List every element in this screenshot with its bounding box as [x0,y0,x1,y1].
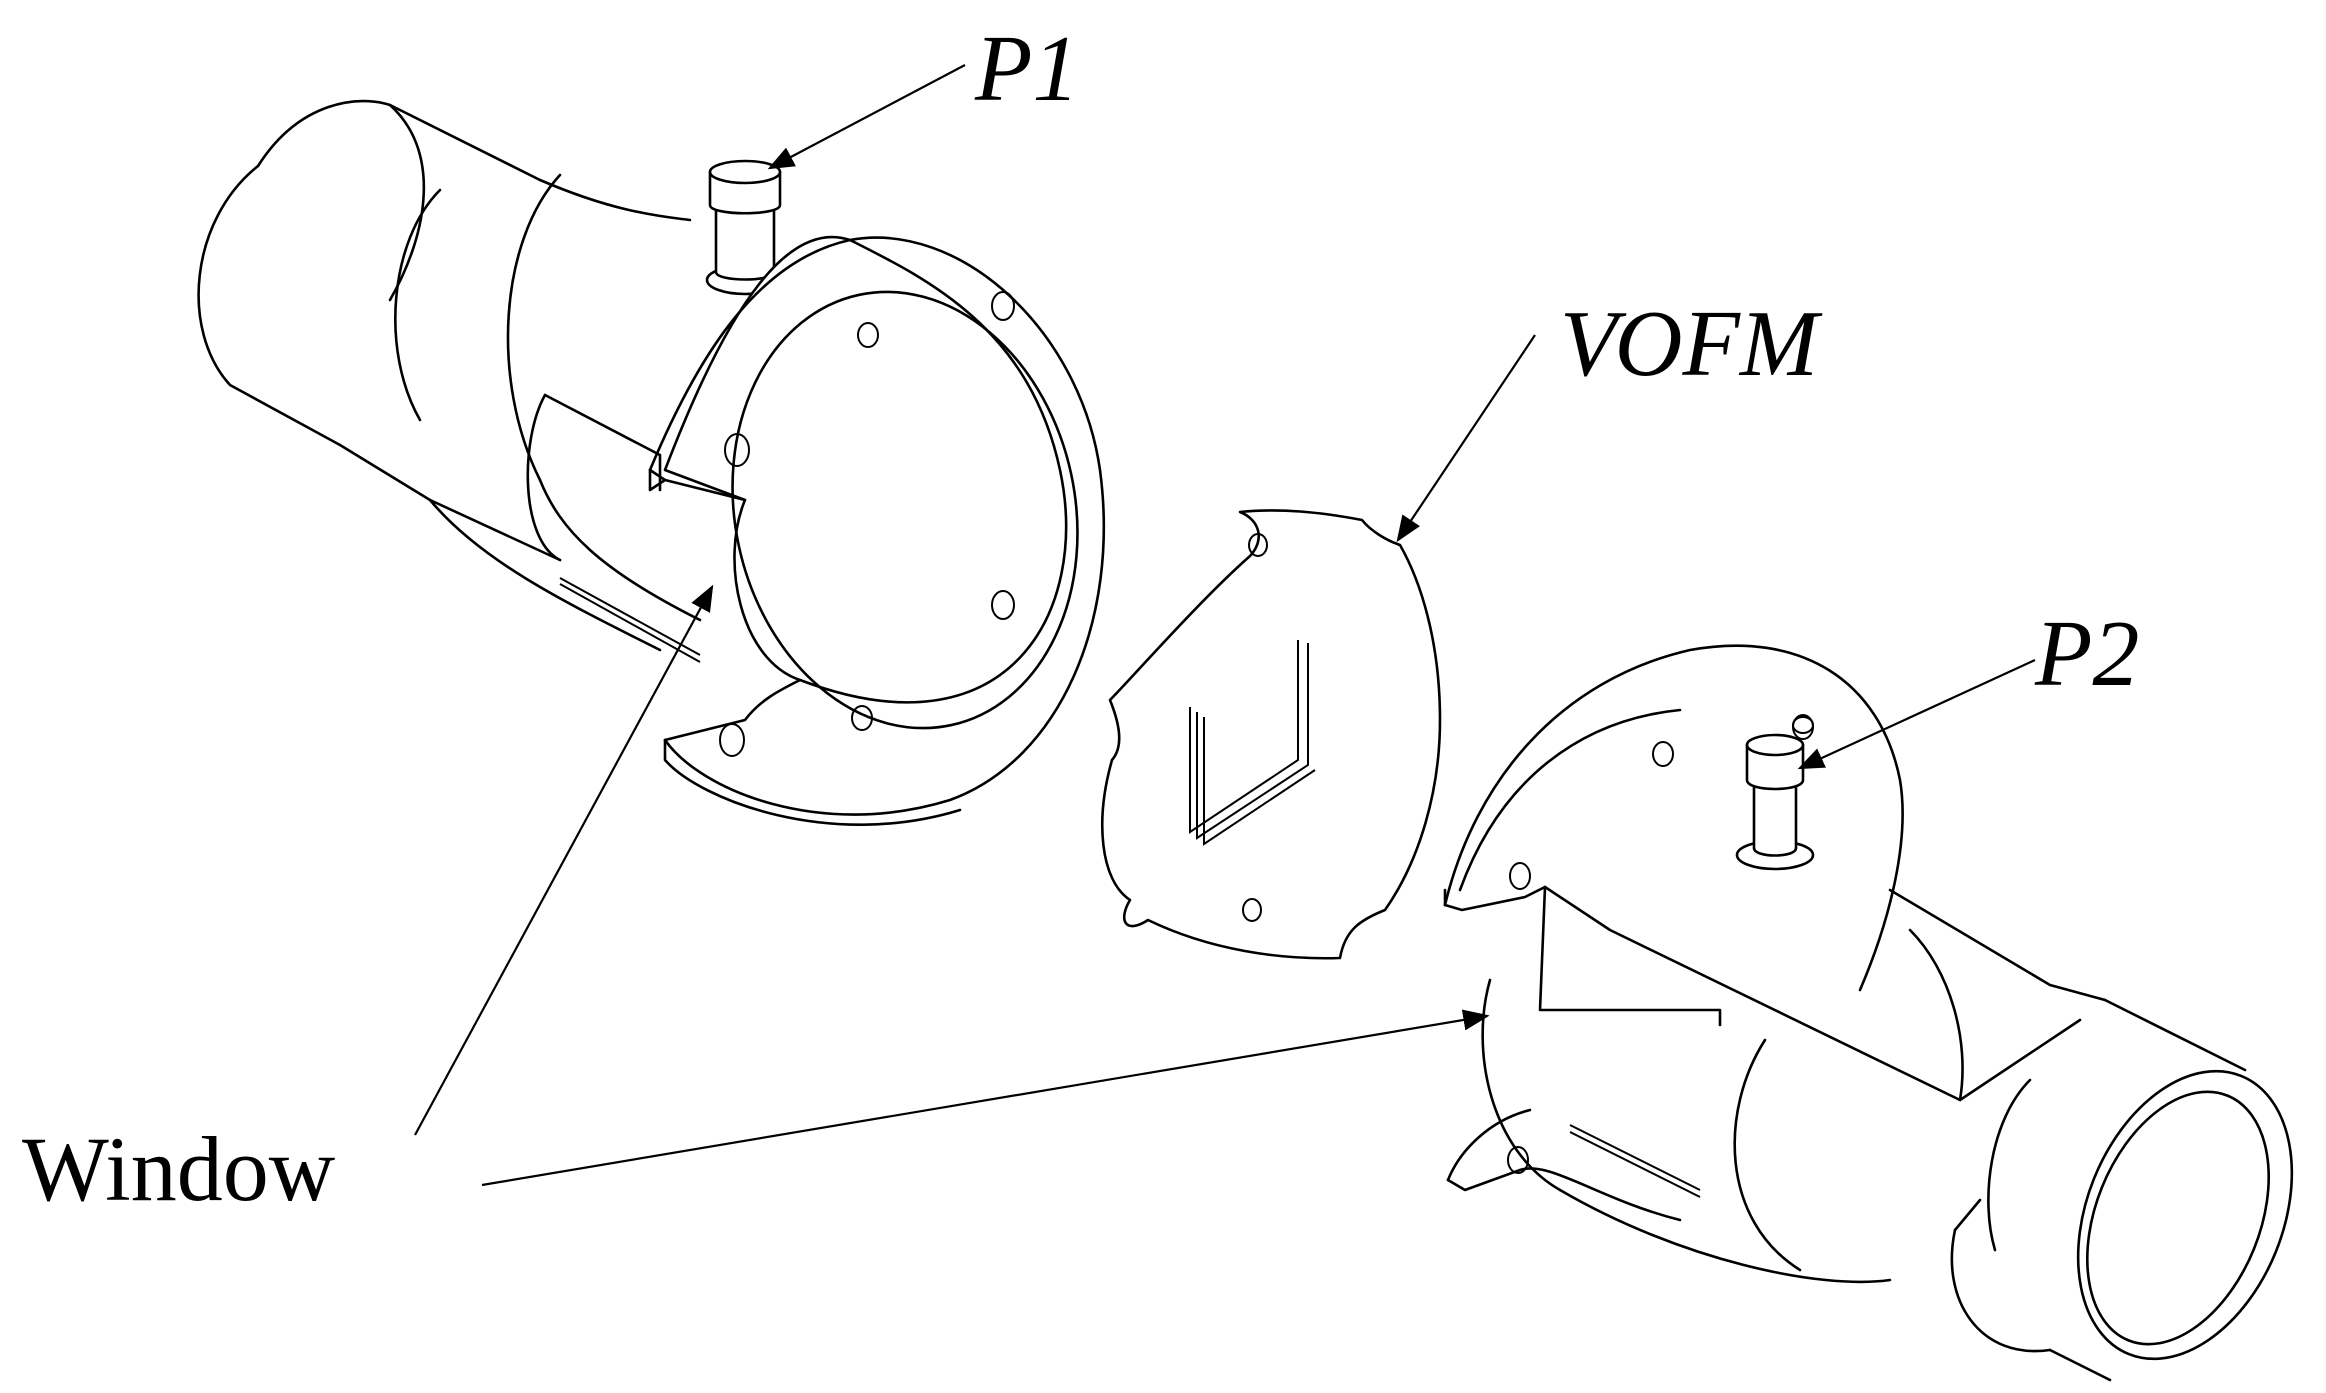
label-p1: P1 [974,17,1079,121]
right-outlet-pipe [1950,998,2294,1382]
left-port-p1 [705,159,785,296]
p2-leader [1797,659,2036,770]
vofm-slot [1189,640,1316,846]
left-body [338,173,702,663]
vofm-leader [1396,334,1536,543]
right-body [1481,885,2107,1284]
right-port-p2 [1735,716,1815,871]
label-p2: P2 [2034,602,2139,706]
label-vofm: VOFM [1560,292,1823,396]
vofm-plate [1101,509,1442,960]
right-flange [1443,644,1904,1222]
p1-leader [767,64,966,170]
window-leader-left [414,584,714,1136]
leader-lines [414,64,2036,1187]
left-housing [197,99,1106,827]
left-flange [648,235,1106,827]
left-inlet-pipe [197,99,542,447]
right-housing [1443,644,2294,1382]
label-window: Window [22,1118,336,1220]
window-leader-right [481,1009,1490,1187]
